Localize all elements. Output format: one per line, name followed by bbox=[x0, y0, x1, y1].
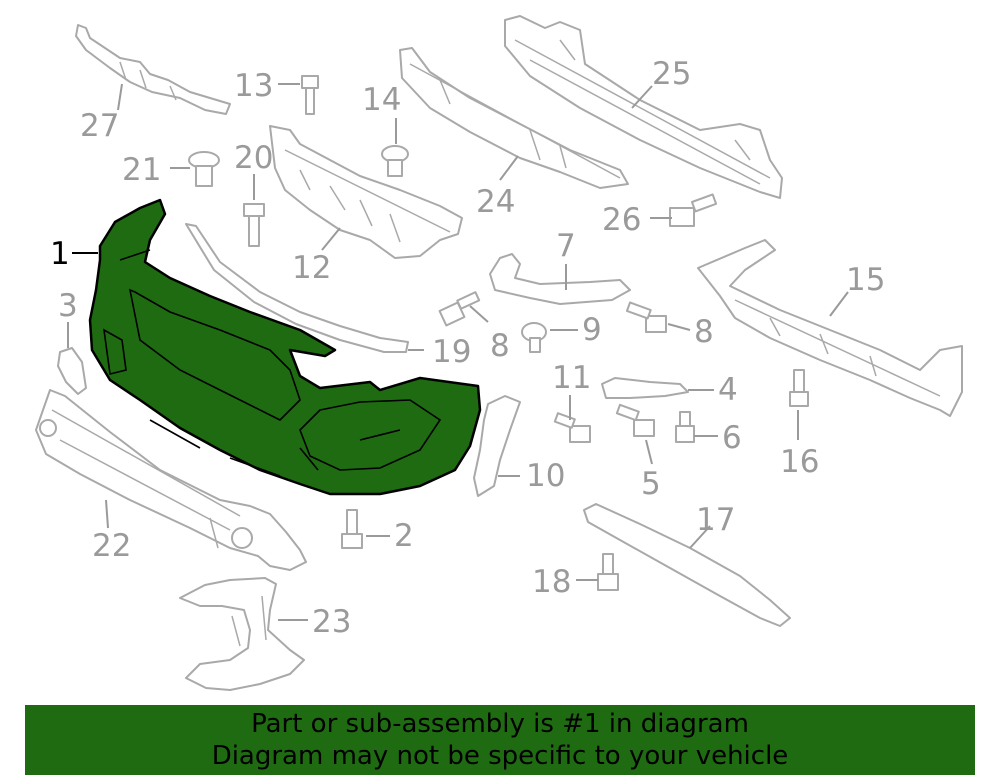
part-1-bumper-cover bbox=[88, 198, 482, 496]
callout-10: 10 bbox=[526, 458, 565, 494]
parts-diagram: 1 2 3 4 5 6 7 8 8 9 10 11 12 13 14 15 16… bbox=[35, 15, 963, 691]
fastener-8-bolt-right bbox=[625, 301, 667, 333]
fastener-11-bolt bbox=[553, 412, 591, 443]
callout-8-left: 8 bbox=[490, 328, 510, 364]
callout-8-right: 8 bbox=[694, 314, 714, 350]
callout-22: 22 bbox=[92, 528, 131, 564]
part-15-absorber bbox=[697, 239, 963, 417]
callout-23: 23 bbox=[312, 604, 351, 640]
callout-4: 4 bbox=[718, 372, 738, 408]
part-24-absorber bbox=[399, 47, 629, 189]
callout-21: 21 bbox=[122, 152, 161, 188]
callout-24: 24 bbox=[476, 184, 515, 220]
part-23-trim bbox=[179, 577, 305, 691]
part-22-trim bbox=[35, 389, 307, 571]
leader-lines bbox=[67, 83, 849, 621]
callout-26: 26 bbox=[602, 202, 641, 238]
callout-15: 15 bbox=[846, 262, 885, 298]
part-12-bracket bbox=[269, 125, 463, 259]
callout-19: 19 bbox=[432, 334, 471, 370]
fastener-20-bolt bbox=[243, 203, 265, 247]
fastener-13-bolt bbox=[301, 75, 319, 115]
callout-9: 9 bbox=[582, 312, 602, 348]
callout-25: 25 bbox=[652, 56, 691, 92]
banner-line-2: Diagram may not be specific to your vehi… bbox=[211, 741, 789, 771]
callout-13: 13 bbox=[234, 68, 273, 104]
fastener-8-bolt-left bbox=[438, 291, 481, 327]
callout-3: 3 bbox=[58, 288, 78, 324]
callout-17: 17 bbox=[696, 502, 735, 538]
callout-7: 7 bbox=[556, 228, 576, 264]
fastener-21-clip bbox=[188, 151, 220, 187]
fastener-5-bolt bbox=[615, 403, 655, 437]
part-27-bracket bbox=[75, 24, 231, 115]
callout-27: 27 bbox=[80, 108, 119, 144]
callout-6: 6 bbox=[722, 420, 742, 456]
callout-labels: 1 2 3 4 5 6 7 8 8 9 10 11 12 13 14 15 16… bbox=[50, 56, 885, 640]
fastener-26-bolt bbox=[669, 193, 718, 227]
notice-banner: Part or sub-assembly is #1 in diagram Di… bbox=[25, 705, 975, 775]
callout-18: 18 bbox=[532, 564, 571, 600]
part-7-bracket bbox=[489, 253, 631, 305]
part-10-bracket bbox=[473, 395, 521, 497]
fastener-16-bolt bbox=[789, 369, 809, 407]
fastener-6-bolt bbox=[675, 411, 695, 443]
fastener-18-bolt bbox=[597, 553, 619, 591]
callout-20: 20 bbox=[234, 140, 273, 176]
part-17-strip bbox=[583, 503, 791, 627]
callout-5: 5 bbox=[641, 466, 661, 502]
callout-14: 14 bbox=[362, 82, 401, 118]
callout-16: 16 bbox=[780, 444, 819, 480]
callout-1: 1 bbox=[50, 236, 70, 272]
part-3-bracket bbox=[57, 347, 87, 395]
callout-2: 2 bbox=[394, 518, 414, 554]
banner-line-1: Part or sub-assembly is #1 in diagram bbox=[251, 709, 749, 739]
fastener-2-bolt bbox=[341, 509, 363, 549]
part-4-bracket bbox=[601, 377, 689, 399]
part-25-reinforcement bbox=[504, 15, 783, 199]
callout-12: 12 bbox=[292, 250, 331, 286]
fastener-9-clip bbox=[521, 322, 547, 353]
part-19-strip bbox=[185, 223, 409, 353]
callout-11: 11 bbox=[552, 360, 591, 396]
fastener-14-clip bbox=[381, 145, 409, 177]
